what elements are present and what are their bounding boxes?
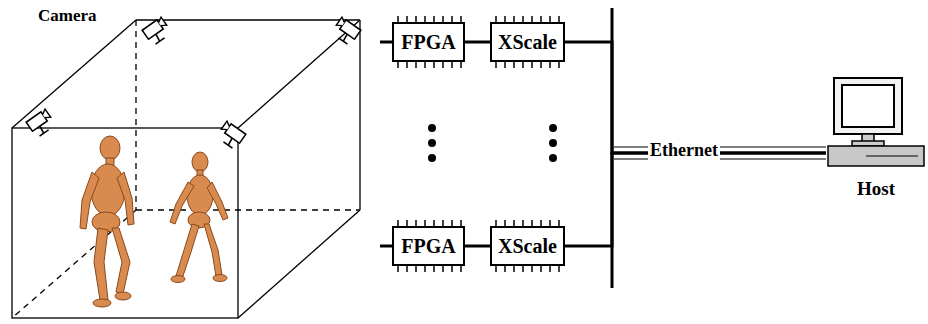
chip-label: XScale bbox=[498, 31, 557, 54]
camera-label: Camera bbox=[36, 6, 99, 26]
network-label: Ethernet bbox=[648, 140, 720, 161]
connector bbox=[465, 245, 490, 248]
chip-box: XScale bbox=[490, 226, 565, 266]
chip-box: FPGA bbox=[392, 22, 465, 62]
connector bbox=[465, 41, 490, 44]
chip-label: FPGA bbox=[401, 235, 455, 258]
host-label: Host bbox=[826, 178, 926, 200]
input-lead bbox=[380, 245, 392, 248]
chip-label: XScale bbox=[498, 235, 557, 258]
chip-box: FPGA bbox=[392, 226, 465, 266]
input-lead bbox=[380, 41, 392, 44]
connector bbox=[565, 42, 826, 153]
chip-box: XScale bbox=[490, 22, 565, 62]
chip-label: FPGA bbox=[401, 31, 455, 54]
computer-icon bbox=[826, 76, 926, 171]
connector bbox=[565, 153, 826, 246]
host-computer: Host bbox=[826, 76, 926, 200]
